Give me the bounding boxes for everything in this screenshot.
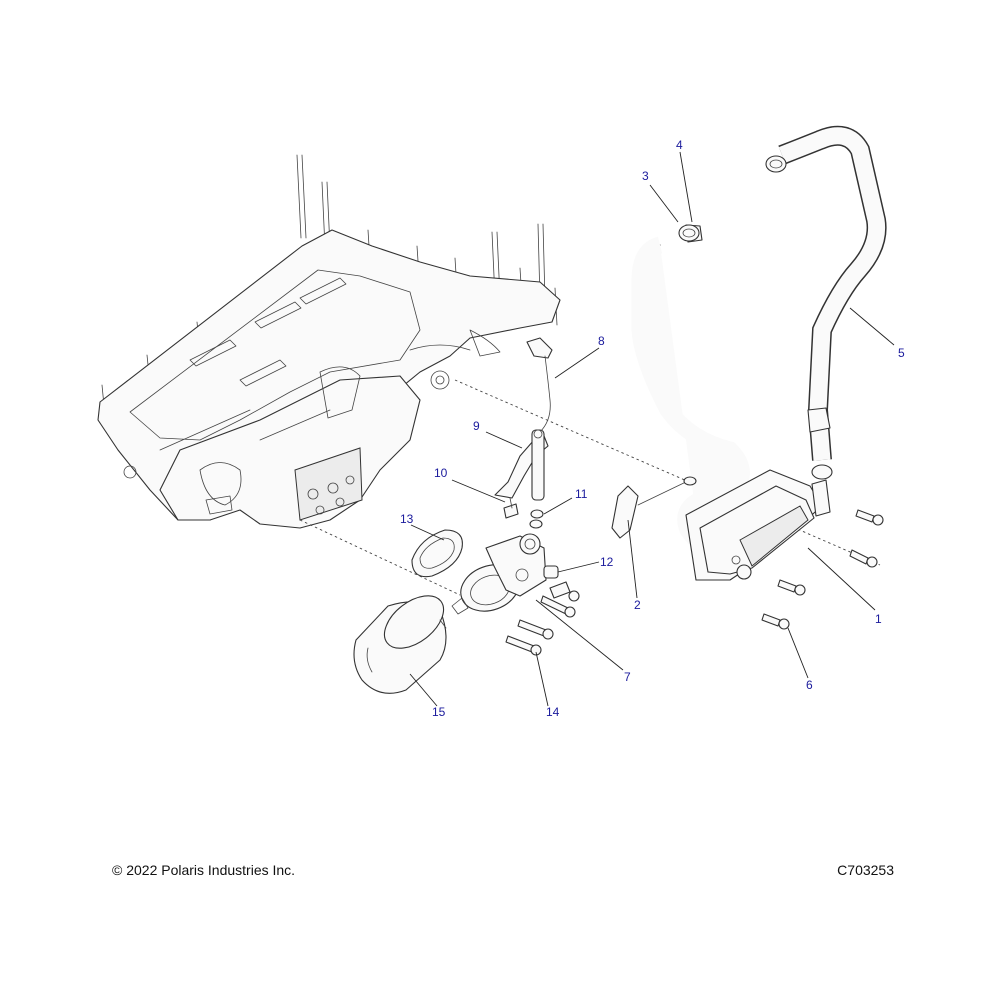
oil-cooler bbox=[685, 469, 831, 581]
plug-12 bbox=[543, 565, 559, 579]
oil-level-sensor bbox=[526, 337, 553, 433]
clamp-4 bbox=[678, 224, 700, 242]
callout-6: 6 bbox=[806, 678, 813, 692]
callout-8: 8 bbox=[598, 334, 605, 348]
bolt-10 bbox=[503, 497, 519, 519]
gasket-2 bbox=[611, 476, 697, 539]
alignment-lines bbox=[299, 379, 881, 596]
callout-4: 4 bbox=[676, 138, 683, 152]
diagram-id: C703253 bbox=[837, 862, 894, 878]
filter-adapter bbox=[451, 533, 547, 615]
callout-13: 13 bbox=[400, 512, 414, 526]
callout-2: 2 bbox=[634, 598, 641, 612]
bracket bbox=[494, 429, 549, 501]
callout-labels: 1 2 3 4 5 6 7 8 9 10 11 12 13 14 15 bbox=[400, 138, 905, 719]
callout-11: 11 bbox=[575, 487, 588, 501]
bolts-14 bbox=[505, 581, 580, 656]
oil-filter bbox=[353, 595, 447, 694]
leader-lines bbox=[409, 151, 895, 707]
callout-14: 14 bbox=[546, 705, 560, 719]
callout-5: 5 bbox=[898, 346, 905, 360]
callout-9: 9 bbox=[473, 419, 480, 433]
hose-5 bbox=[765, 125, 887, 480]
callout-12: 12 bbox=[600, 555, 614, 569]
copyright-text: © 2022 Polaris Industries Inc. bbox=[112, 862, 296, 878]
o-ring-11 bbox=[529, 509, 544, 529]
callout-1: 1 bbox=[875, 612, 882, 626]
callout-10: 10 bbox=[434, 466, 448, 480]
gasket-13 bbox=[411, 529, 463, 578]
bolts-6 bbox=[761, 509, 884, 630]
callout-3: 3 bbox=[642, 169, 649, 183]
oil-pan bbox=[97, 154, 561, 529]
callout-15: 15 bbox=[432, 705, 446, 719]
callout-7: 7 bbox=[624, 670, 631, 684]
